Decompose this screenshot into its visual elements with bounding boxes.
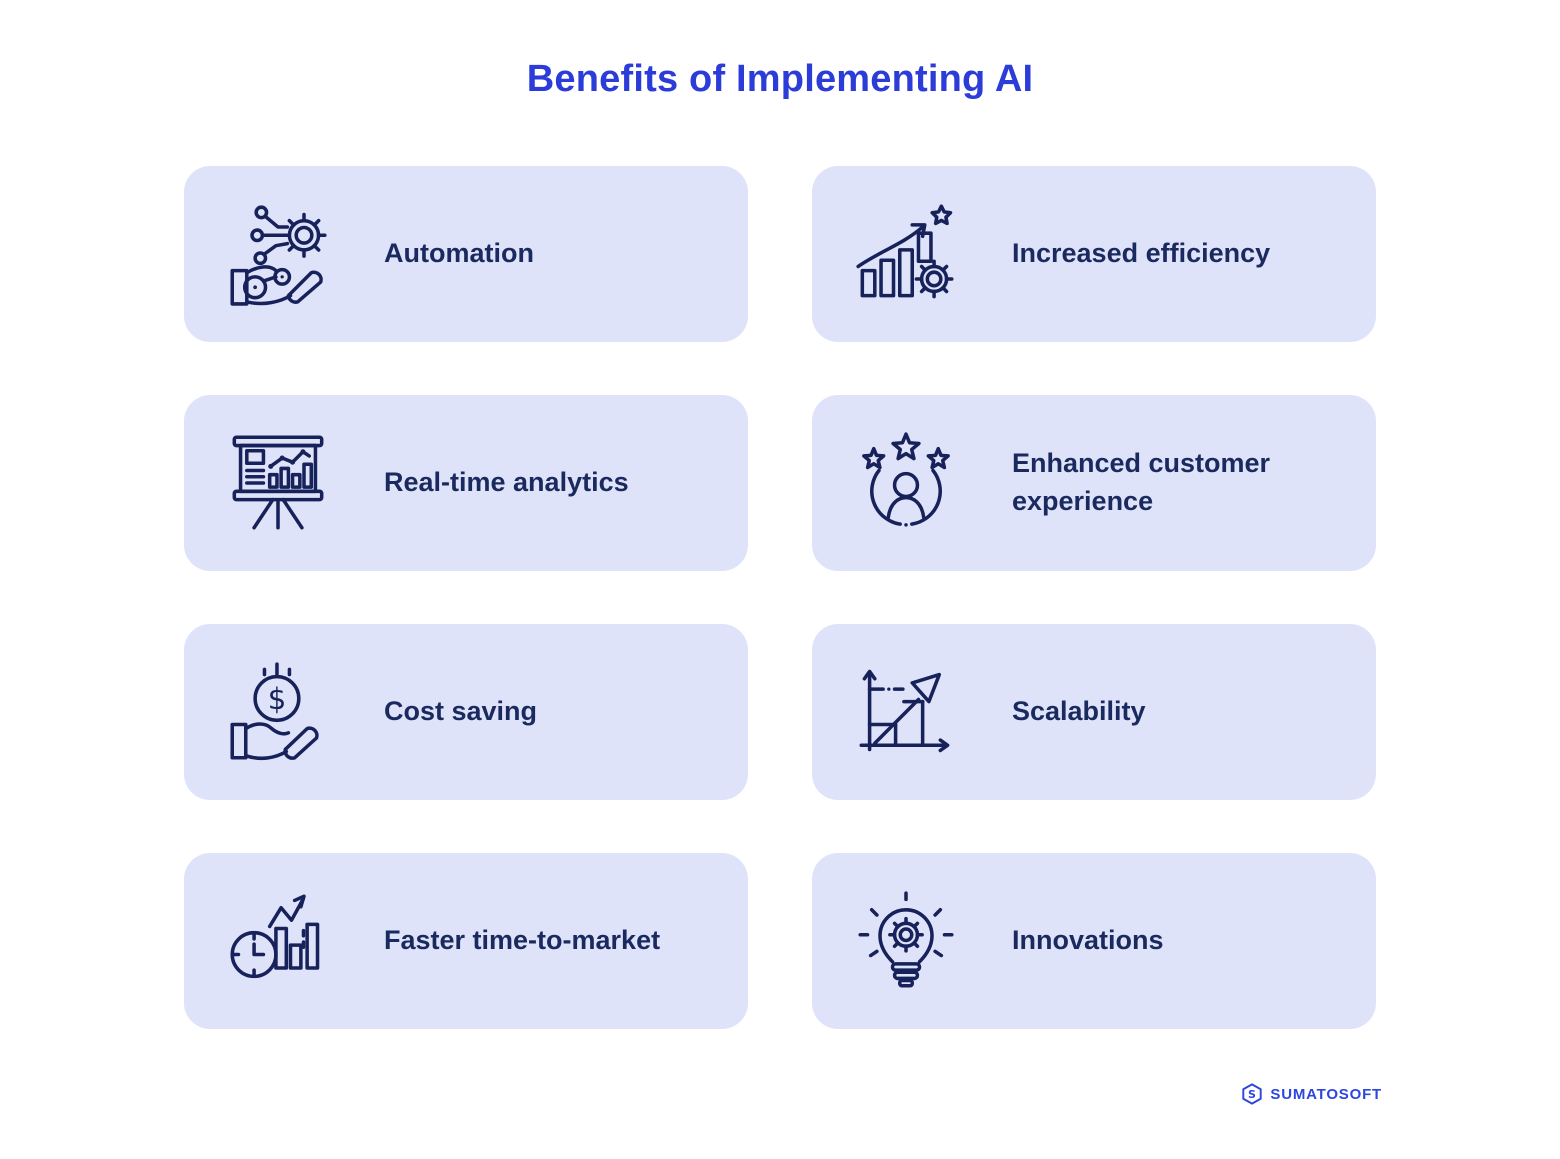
card-realtime-analytics: Real-time analytics xyxy=(184,395,748,571)
growth-axes-arrow-icon xyxy=(854,657,958,767)
hand-dollar-coin-icon: $ xyxy=(226,657,330,767)
brand-initial: S xyxy=(1248,1088,1256,1101)
card-faster-time-to-market: Faster time-to-market xyxy=(184,853,748,1029)
presentation-board-chart-icon xyxy=(226,428,330,538)
card-label: Real-time analytics xyxy=(384,467,629,498)
card-scalability: Scalability xyxy=(812,624,1376,800)
dollar-glyph: $ xyxy=(268,682,287,716)
benefits-grid: Automation xyxy=(184,166,1376,1029)
card-label: Scalability xyxy=(1012,696,1146,727)
card-label: Increased efficiency xyxy=(1012,238,1271,269)
page-title: Benefits of Implementing AI xyxy=(526,58,1034,100)
lightbulb-gear-icon xyxy=(854,886,958,996)
card-automation: Automation xyxy=(184,166,748,342)
growth-bars-star-gear-icon xyxy=(854,199,958,309)
automation-robotic-hand-icon xyxy=(226,199,330,309)
customer-rating-stars-icon xyxy=(854,428,958,538)
card-cost-saving: $ Cost saving xyxy=(184,624,748,800)
sumatosoft-shield-icon: S xyxy=(1242,1083,1263,1105)
brand-logo: S SUMATOSOFT xyxy=(1241,1083,1382,1105)
card-increased-efficiency: Increased efficiency xyxy=(812,166,1376,342)
card-label: Automation xyxy=(384,238,534,269)
card-enhanced-customer-experience: Enhanced customer experience xyxy=(812,395,1376,571)
brand-name: SUMATOSOFT xyxy=(1270,1085,1382,1103)
card-label: Faster time-to-market xyxy=(384,925,661,956)
card-label: Enhanced customer experience xyxy=(1012,448,1271,516)
clock-bar-chart-icon xyxy=(226,886,330,996)
card-label: Cost saving xyxy=(384,696,538,727)
card-label: Innovations xyxy=(1012,925,1164,956)
card-innovations: Innovations xyxy=(812,853,1376,1029)
